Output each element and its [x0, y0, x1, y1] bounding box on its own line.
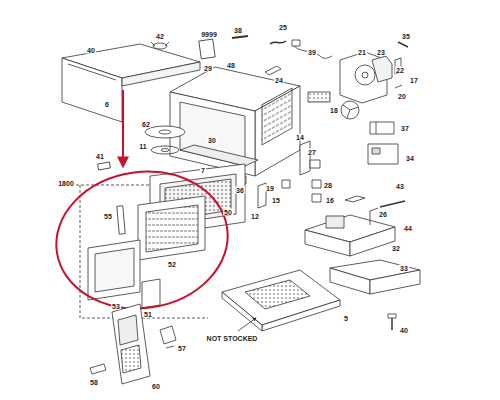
callout-number: 14	[295, 134, 305, 141]
callout-number: 36	[235, 187, 245, 194]
callout-number: 30	[207, 137, 217, 144]
note-label: NOT STOCKED	[206, 335, 259, 342]
callout-number: 26	[378, 211, 388, 218]
callout-number: 60	[151, 383, 161, 390]
control-boards	[368, 122, 398, 164]
callout-number: 39	[307, 49, 317, 56]
door-switches	[236, 141, 321, 208]
callout-number: 53	[111, 303, 121, 310]
callout-number: 1800	[57, 180, 75, 187]
callout-number: 34	[405, 155, 415, 162]
group-bracket	[80, 185, 208, 318]
callout-number: 58	[89, 379, 99, 386]
callout-number: 18	[329, 107, 339, 114]
control-panel	[90, 304, 176, 384]
callout-number: 37	[400, 125, 410, 132]
cavity-chassis	[170, 67, 300, 176]
callout-number: 42	[155, 33, 165, 40]
callout-number: 11	[138, 143, 147, 150]
callout-number: 33	[399, 265, 409, 272]
fan-motor	[308, 52, 402, 119]
callout-number: 57	[177, 345, 187, 352]
callout-number: 6	[104, 101, 110, 108]
callout-number: 12	[250, 213, 260, 220]
callout-number: 50	[223, 209, 233, 216]
door-outer	[88, 240, 160, 308]
callout-number: 24	[274, 77, 284, 84]
callout-number: 40	[86, 47, 96, 54]
callout-number: 16	[325, 197, 335, 204]
callout-number: 62	[141, 121, 151, 128]
callout-number: 7	[200, 167, 206, 174]
callout-number: 55	[103, 213, 113, 220]
callout-number: 17	[409, 77, 419, 84]
callout-number: 44	[403, 225, 413, 232]
callout-number: 40	[399, 327, 409, 334]
turntable	[98, 126, 185, 170]
callout-number: 19	[265, 185, 275, 192]
callout-number: 15	[271, 197, 281, 204]
callout-number: 22	[395, 67, 405, 74]
callout-number: 52	[167, 261, 177, 268]
highlight-ellipse	[47, 161, 236, 320]
callout-number: 9999	[200, 31, 218, 38]
callout-number: 5	[343, 315, 349, 322]
callout-number: 29	[203, 65, 213, 72]
bottom-plate	[222, 270, 340, 331]
callout-number: 27	[307, 149, 317, 156]
callout-number: 25	[278, 24, 288, 31]
callout-number: 20	[397, 93, 407, 100]
callout-number: 21	[357, 49, 367, 56]
callout-number: 41	[95, 153, 105, 160]
callout-number: 32	[391, 245, 401, 252]
callout-number: 23	[376, 49, 386, 56]
callout-number: 28	[323, 182, 333, 189]
callout-number: 38	[233, 27, 243, 34]
callout-number: 35	[401, 33, 411, 40]
red-arrow	[122, 90, 124, 166]
callout-number: 51	[143, 311, 153, 318]
group-bracket	[76, 185, 150, 186]
callout-number: 48	[226, 62, 236, 69]
callout-number: 43	[395, 183, 405, 190]
